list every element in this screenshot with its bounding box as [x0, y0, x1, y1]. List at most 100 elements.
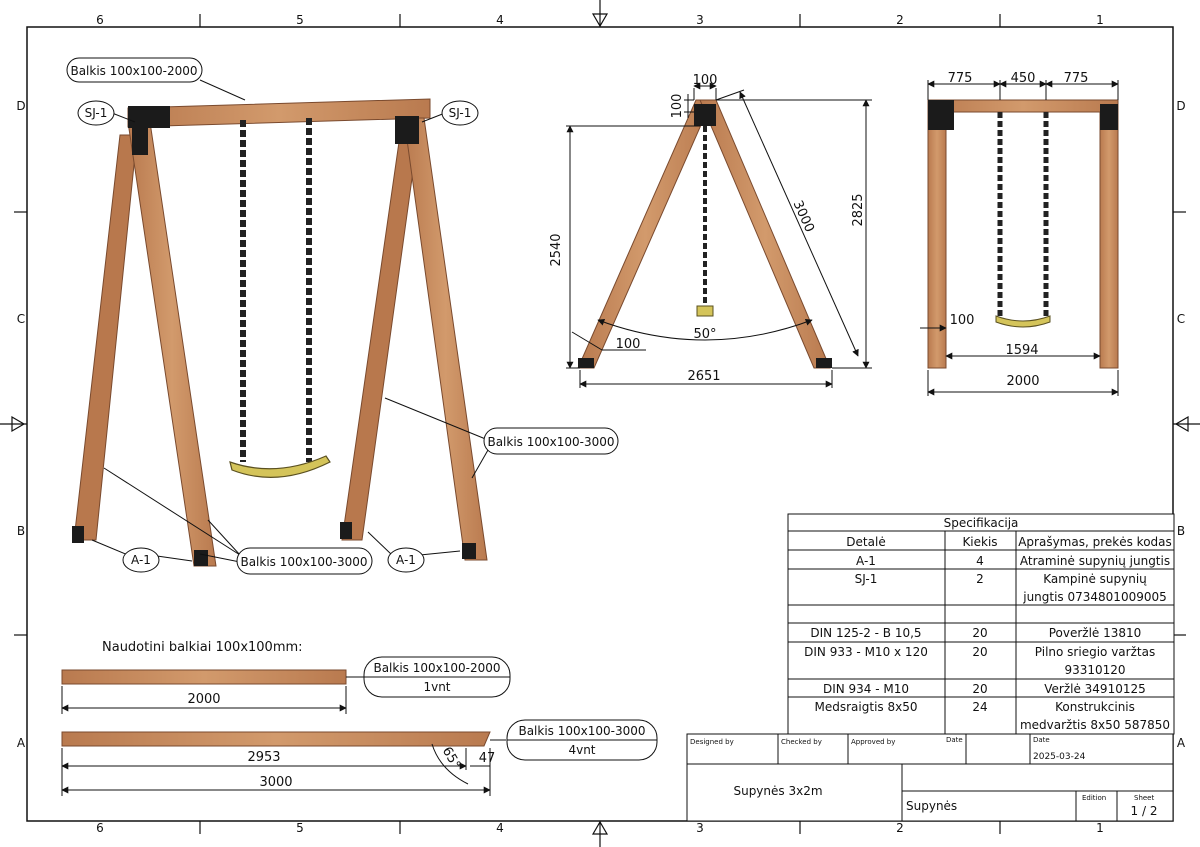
- beam-long-cut: 47: [479, 751, 496, 766]
- date-label-2: Date: [1033, 736, 1050, 744]
- dim-top-height: 100: [670, 94, 685, 119]
- side-view: 100 100 2540 2825 3000 50° 100 2651: [549, 73, 872, 388]
- beam-long: [61, 731, 491, 747]
- callout-bubble: [122, 547, 160, 573]
- dim-base: 2651: [687, 369, 720, 384]
- spec-header: Detalė: [846, 535, 885, 549]
- sj1-bracket-left-lower: [132, 125, 148, 155]
- col-label: 5: [296, 13, 304, 27]
- dim-top-width: 100: [693, 73, 718, 88]
- dim-overall: 2000: [1006, 374, 1039, 389]
- col-label: 4: [496, 821, 504, 835]
- front-left-leg: [127, 121, 217, 567]
- top-beam: [127, 98, 431, 128]
- side-leg-right: [699, 99, 831, 369]
- beam-long-dim-a: 2953: [247, 750, 280, 765]
- dim-leg-length: 3000: [790, 198, 817, 234]
- sheet-label: Sheet: [1134, 794, 1154, 802]
- dim-right: 775: [1064, 71, 1089, 86]
- callout-bubble: [66, 57, 203, 83]
- spec-table: Specifikacija Detalė Kiekis Aprašymas, p…: [787, 513, 1175, 735]
- callout-sj1-right: SJ-1: [449, 106, 472, 120]
- callout-top-beam: Balkis 100x100-2000: [70, 64, 197, 78]
- spec-header: Kiekis: [962, 535, 997, 549]
- row-label: D: [1176, 99, 1185, 113]
- col-label: 2: [896, 13, 904, 27]
- spec-cell-part: A-1: [856, 554, 876, 568]
- a1-bracket: [72, 526, 84, 543]
- spec-cell-qty: 20: [972, 682, 987, 696]
- callout-legs-bottom: Balkis 100x100-3000: [240, 555, 367, 569]
- spec-cell-qty: 20: [972, 645, 987, 659]
- front-right-leg: [403, 117, 488, 561]
- beam-short-label: Balkis 100x100-2000: [373, 661, 500, 675]
- callout-bubble: [483, 427, 619, 455]
- spec-cell-qty: 2: [976, 572, 984, 586]
- col-label: 3: [696, 821, 704, 835]
- spec-cell-desc: Konstrukcinis: [1055, 700, 1135, 714]
- dim-height-total: 2825: [851, 193, 866, 226]
- callout-bubble: [441, 100, 479, 126]
- back-right-leg: [341, 134, 419, 541]
- edition-label: Edition: [1082, 794, 1106, 802]
- spec-cell-part: SJ-1: [855, 572, 878, 586]
- perspective-view: Balkis 100x100-2000 SJ-1 SJ-1 Balkis 100…: [66, 57, 619, 575]
- callout-bubble: [77, 100, 115, 126]
- front-bracket-right: [1100, 104, 1118, 130]
- beam-short: [61, 669, 347, 685]
- side-seat: [696, 305, 714, 317]
- callout-a1-right: A-1: [396, 553, 416, 567]
- beam-short-dim: 2000: [187, 692, 220, 707]
- beams-heading: Naudotini balkiai 100x100mm:: [102, 640, 303, 655]
- sj1-bracket-left: [128, 106, 170, 128]
- a1-bracket: [194, 550, 208, 566]
- beam-long-dim-total: 3000: [259, 775, 292, 790]
- spec-cell-desc: jungtis 0734801009005: [1022, 590, 1167, 604]
- beams-list: Naudotini balkiai 100x100mm: 2000 Balkis…: [61, 640, 658, 796]
- spec-title: Specifikacija: [944, 516, 1019, 530]
- spec-cell-desc: Poveržlė 13810: [1049, 626, 1142, 640]
- side-foot-bracket: [578, 358, 594, 368]
- checked-by-label: Checked by: [781, 738, 822, 746]
- side-leg-left: [577, 99, 713, 369]
- callout-leg-right: Balkis 100x100-3000: [487, 435, 614, 449]
- col-label: 2: [896, 821, 904, 835]
- col-label: 1: [1096, 13, 1104, 27]
- col-label: 1: [1096, 821, 1104, 835]
- spec-cell-desc: medvaržtis 8x50 587850: [1020, 718, 1170, 732]
- row-label: A: [1177, 736, 1186, 750]
- dim-post: 100: [950, 313, 975, 328]
- callout-sj1-left: SJ-1: [85, 106, 108, 120]
- spec-cell-qty: 4: [976, 554, 984, 568]
- front-top-beam: [927, 99, 1119, 113]
- spec-cell-desc: Veržlė 34910125: [1044, 682, 1146, 696]
- front-post-left: [927, 111, 947, 369]
- dim-angle: 50°: [693, 327, 716, 342]
- spec-cell-desc: Atraminė supynių jungtis: [1020, 554, 1170, 568]
- row-label: D: [16, 99, 25, 113]
- spec-cell-part: DIN 125-2 - B 10,5: [810, 626, 921, 640]
- beam-short-qty: 1vnt: [423, 680, 450, 694]
- spec-cell-qty: 20: [972, 626, 987, 640]
- spec-cell-desc: 93310120: [1064, 663, 1125, 677]
- row-label: B: [1177, 524, 1185, 538]
- dim-inner: 1594: [1005, 343, 1038, 358]
- dim-foot: 100: [616, 337, 641, 352]
- callout-a1-left: A-1: [131, 553, 151, 567]
- row-label: C: [17, 312, 25, 326]
- spec-cell-part: Medsraigtis 8x50: [815, 700, 918, 714]
- row-label: C: [1177, 312, 1185, 326]
- swing-seat: [229, 455, 331, 478]
- dim-middle: 450: [1011, 71, 1036, 86]
- spec-header: Aprašymas, prekės kodas: [1018, 535, 1172, 549]
- front-seat: [995, 315, 1051, 328]
- sj1-bracket-right: [395, 116, 419, 144]
- side-foot-bracket: [816, 358, 832, 368]
- drawing-title: Supynės 3x2m: [733, 784, 822, 798]
- front-view: 775 450 775 100 1594 2000: [920, 71, 1119, 396]
- sheet-value: 1 / 2: [1131, 804, 1158, 818]
- col-label: 5: [296, 821, 304, 835]
- spec-cell-desc: Kampinė supynių: [1043, 572, 1147, 586]
